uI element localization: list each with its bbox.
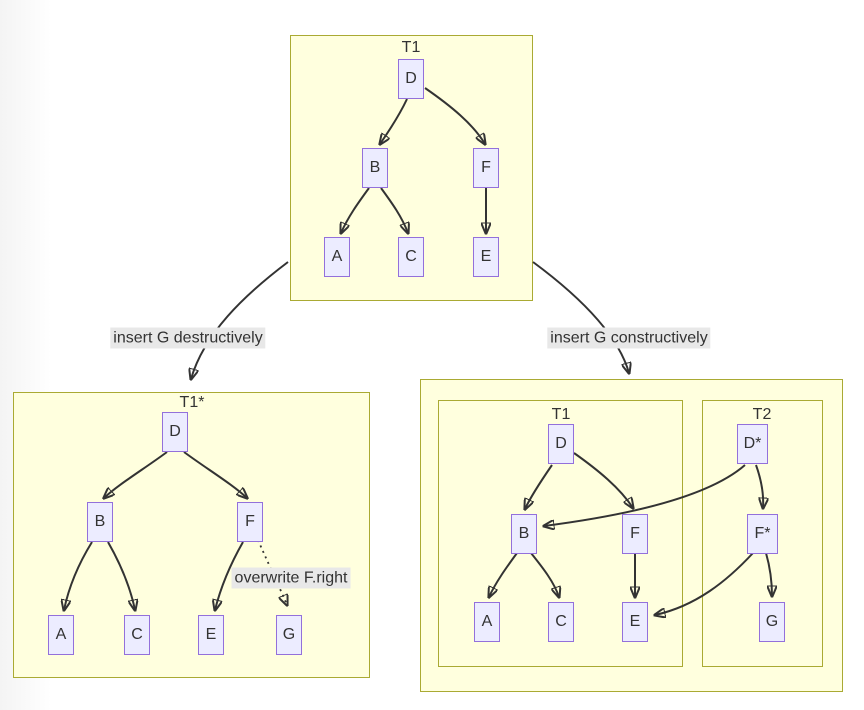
subgraph-title-right-t1: T1	[551, 406, 571, 423]
edge-left-D-B	[104, 451, 168, 498]
node-top-B: B	[362, 148, 388, 188]
edge-right-B-C	[530, 552, 559, 597]
edge-label-constructive: insert G constructively	[547, 327, 711, 349]
node-top-E: E	[473, 237, 499, 277]
subgraph-title-t1-original: T1	[401, 39, 421, 56]
node-left-B: B	[87, 502, 113, 542]
edge-top-D-F	[424, 87, 485, 144]
node-right-t1-A: A	[474, 602, 500, 642]
node-right-t2-Dstar: D*	[737, 424, 768, 464]
edge-left-D-F	[183, 451, 247, 498]
edge-left-B-C	[107, 541, 135, 610]
edge-label-destructive: insert G destructively	[110, 327, 266, 349]
edge-label-overwrite: overwrite F.right	[231, 567, 351, 589]
node-top-C: C	[398, 237, 424, 277]
node-right-t1-E: E	[622, 602, 648, 642]
edge-top-B-C	[380, 187, 408, 233]
edge-right-B-A	[489, 552, 518, 597]
edge-right-D-F	[573, 452, 633, 508]
edge-insert-destructively	[191, 261, 289, 379]
subgraph-title-right-t2: T2	[752, 406, 772, 423]
edge-top-D-B	[380, 98, 408, 144]
edge-left-F-E	[215, 541, 244, 610]
node-left-F: F	[237, 502, 263, 542]
node-right-t1-D: D	[548, 424, 574, 464]
node-top-D: D	[398, 59, 424, 99]
edge-right-Dstar-Fstar	[755, 464, 763, 508]
edge-insert-constructively	[532, 261, 629, 373]
edge-right-Fstar-E	[655, 552, 754, 615]
node-right-t1-F: F	[622, 514, 648, 554]
node-top-A: A	[324, 237, 350, 277]
edge-left-B-A	[64, 541, 93, 610]
node-left-D: D	[162, 412, 188, 452]
node-left-C: C	[124, 615, 150, 655]
node-right-t1-C: C	[548, 602, 574, 642]
edge-top-B-A	[341, 187, 370, 233]
edge-right-D-B	[525, 464, 553, 509]
node-left-A: A	[48, 615, 74, 655]
node-right-t2-Fstar: F*	[747, 514, 778, 554]
node-left-G: G	[276, 615, 302, 655]
node-right-t2-G: G	[759, 602, 785, 642]
edge-right-Dstar-B	[544, 464, 746, 526]
subgraph-title-t1-star: T1*	[179, 394, 205, 411]
edge-right-Fstar-G	[765, 552, 772, 596]
node-top-F: F	[473, 148, 499, 188]
node-left-E: E	[198, 615, 224, 655]
node-right-t1-B: B	[511, 514, 537, 554]
